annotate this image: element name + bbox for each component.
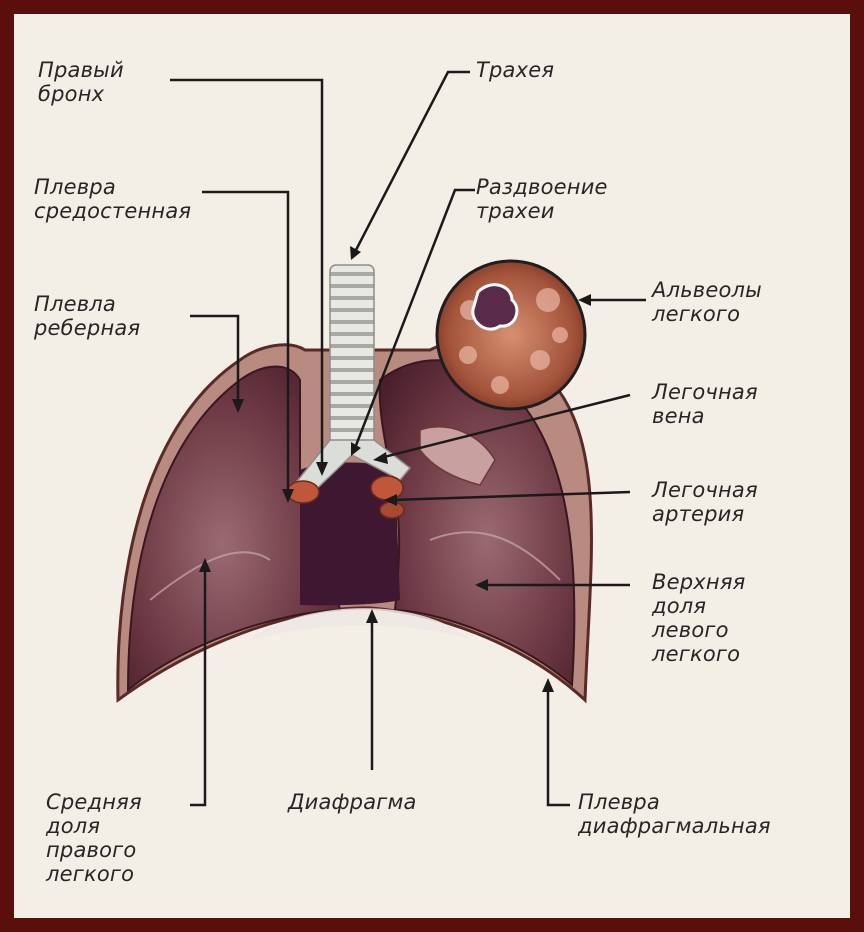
- label-right-middle-lobe: Средняя доля правого легкого: [46, 790, 142, 886]
- trachea-tube: [330, 265, 374, 450]
- label-mediastinal-pleura: Плевра средостенная: [34, 175, 191, 223]
- label-trachea-bifurcation: Раздвоение трахеи: [476, 175, 608, 223]
- label-pulmonary-artery: Легочная артерия: [652, 478, 758, 526]
- label-alveoli: Альвеолы легкого: [652, 278, 762, 326]
- label-costal-pleura: Плевла реберная: [34, 292, 140, 340]
- label-trachea: Трахея: [476, 58, 554, 82]
- label-diaphragm: Диафрагма: [288, 790, 417, 814]
- label-right-bronchus: Правый бронх: [38, 58, 124, 106]
- label-diaphragmatic-pleura: Плевра диафрагмальная: [578, 790, 771, 838]
- label-left-upper-lobe: Верхняя доля левого легкого: [652, 570, 745, 666]
- label-pulmonary-vein: Легочная вена: [652, 380, 758, 428]
